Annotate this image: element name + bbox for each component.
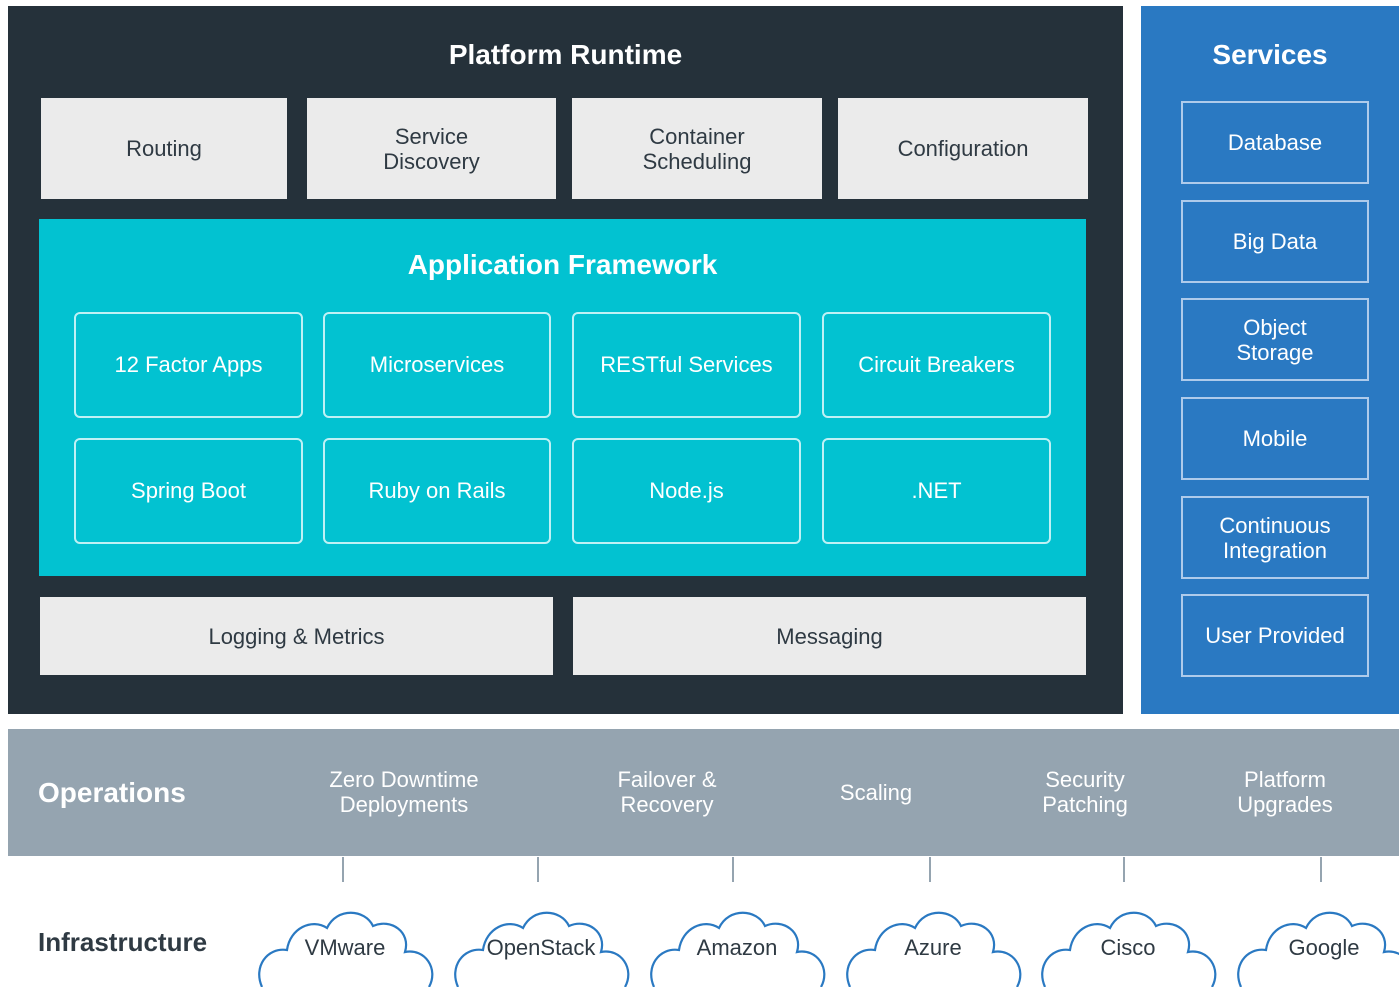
cloud-label-vmware: VMware [304, 935, 386, 960]
services-title: Services [1212, 39, 1328, 70]
framework-item-restful-services: RESTful Services [572, 312, 801, 418]
cloud-label-openstack: OpenStack [486, 935, 596, 960]
framework-item-circuit-breakers: Circuit Breakers [822, 312, 1051, 418]
operations-label: Operations [38, 776, 186, 808]
framework-item-ruby-on-rails: Ruby on Rails [323, 438, 551, 544]
ops-platform-upgrades: Platform Upgrades [1237, 767, 1333, 817]
service-mobile: Mobile [1181, 397, 1369, 480]
cloud-label-cisco: Cisco [1100, 935, 1156, 960]
framework-item-12-factor-apps: 12 Factor Apps [74, 312, 303, 418]
service-user-provided: User Provided [1181, 594, 1369, 677]
container-scheduling-box: Container Scheduling [572, 98, 822, 199]
logging-metrics-box: Logging & Metrics [40, 597, 553, 675]
ops-zero-downtime-deployments: Zero Downtime Deployments [329, 767, 479, 817]
framework-item-microservices: Microservices [323, 312, 551, 418]
ops-scaling: Scaling [839, 779, 913, 805]
services-panel [1141, 6, 1399, 714]
service-continuous-integration: Continuous Integration [1181, 496, 1369, 579]
service-big-data: Big Data [1181, 200, 1369, 283]
framework-item-nodejs: Node.js [572, 438, 801, 544]
framework-item-dotnet: .NET [822, 438, 1051, 544]
application-framework-panel [39, 219, 1086, 576]
service-discovery-box: Service Discovery [307, 98, 556, 199]
framework-item-spring-boot: Spring Boot [74, 438, 303, 544]
platform-runtime-title: Platform Runtime [448, 39, 683, 70]
infrastructure-label: Infrastructure [38, 927, 208, 957]
cloud-label-amazon: Amazon [696, 935, 778, 960]
routing-box: Routing [41, 98, 287, 199]
ops-security-patching: Security Patching [1042, 767, 1128, 817]
service-database: Database [1181, 101, 1369, 184]
messaging-box: Messaging [573, 597, 1086, 675]
cloud-label-google: Google [1288, 935, 1360, 960]
operations-band [8, 729, 1399, 856]
configuration-box: Configuration [838, 98, 1088, 199]
cloud-label-azure: Azure [904, 935, 962, 960]
application-framework-title: Application Framework [407, 249, 718, 280]
service-object-storage: Object Storage [1181, 298, 1369, 381]
ops-failover-recovery: Failover & Recovery [617, 767, 717, 817]
